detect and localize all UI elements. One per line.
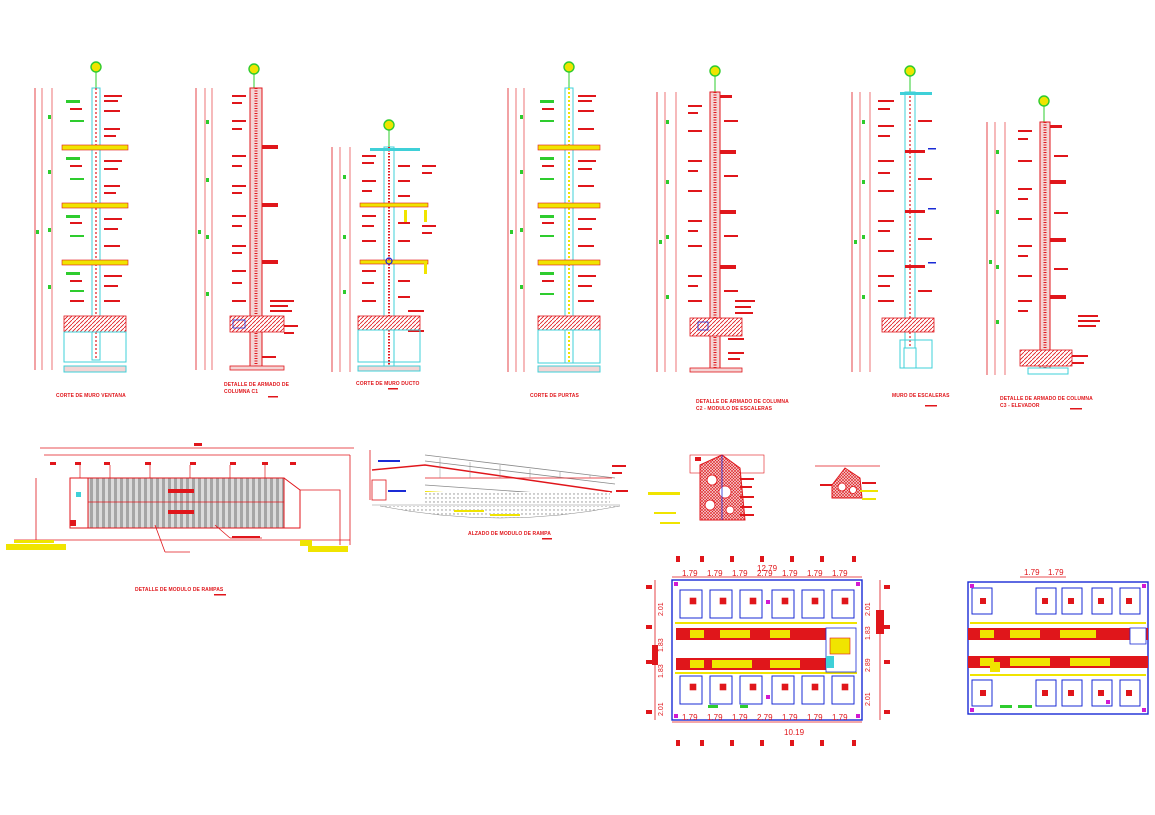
plan-dim-label: 2.01 bbox=[865, 692, 872, 706]
foundation-detail-1 bbox=[648, 454, 765, 524]
plan-dim-label: 2.89 bbox=[865, 658, 872, 672]
axis-marker-icon bbox=[563, 61, 575, 73]
plan-left-right-dimensions: 2.01 1.83 2.89 2.01 bbox=[865, 602, 872, 706]
axis-marker-icon bbox=[383, 119, 395, 131]
plan-dim-label: 1.79 bbox=[807, 569, 823, 578]
title-muro-escaleras: MURO DE ESCALERAS bbox=[892, 393, 950, 399]
plan-dim-label: 2.01 bbox=[658, 702, 665, 716]
title-detalle-columna-c3-line2: C3 - ELEVADOR bbox=[1000, 403, 1040, 409]
section-detalle-columna-c2: DETALLE DE ARMADO DE COLUMNA C2 - MODULO… bbox=[656, 65, 789, 412]
title-corte-purtas: CORTE DE PURTAS bbox=[530, 393, 579, 399]
section-detalle-columna-c3: DETALLE DE ARMADO DE COLUMNA C3 - ELEVAD… bbox=[986, 95, 1100, 410]
section-muro-escaleras: MURO DE ESCALERAS bbox=[851, 65, 950, 407]
title-corte-muro-ventana: CORTE DE MURO VENTANA bbox=[56, 393, 126, 399]
plan-dim-label: 1.79 bbox=[782, 569, 798, 578]
plan-left-left-dimensions: 2.01 1.83 1.83 2.01 bbox=[658, 602, 665, 716]
title-corte-muro-ducto: CORTE DE MURO DUCTO bbox=[356, 381, 419, 387]
plan-left-bottom-center-dim: 10.19 bbox=[784, 728, 805, 737]
title-modulo-rampas: DETALLE DE MODULO DE RAMPAS bbox=[135, 587, 224, 593]
plan-dim-label: 1.79 bbox=[732, 713, 748, 722]
title-detalle-columna-c1-line1: DETALLE DE ARMADO DE bbox=[224, 382, 290, 388]
axis-marker-icon bbox=[904, 65, 916, 77]
plan-left-top-dimensions: 1.79 1.79 1.79 2.79 1.79 1.79 1.79 bbox=[682, 569, 848, 578]
plan-right-dim-1: 1.79 bbox=[1024, 568, 1040, 577]
floor-plan-right: 1.79 1.79 bbox=[967, 568, 1149, 715]
plan-dim-label: 1.79 bbox=[707, 713, 723, 722]
plan-dim-label: 1.83 bbox=[658, 664, 665, 678]
plan-dim-label: 1.83 bbox=[865, 626, 872, 640]
section-corte-muro-ventana: CORTE DE MURO VENTANA bbox=[34, 61, 129, 399]
plan-dim-label: 1.79 bbox=[732, 569, 748, 578]
foundation-detail-2 bbox=[815, 465, 880, 500]
axis-marker-icon bbox=[709, 65, 721, 77]
section-corte-muro-ducto: CORTE DE MURO DUCTO bbox=[331, 119, 436, 390]
plan-left-bottom-dimensions: 1.79 1.79 1.79 2.79 1.79 1.79 1.79 bbox=[682, 713, 848, 722]
plan-dim-label: 2.01 bbox=[865, 602, 872, 616]
plan-dim-label: 1.79 bbox=[682, 569, 698, 578]
title-detalle-columna-c1-line2: COLUMNA C1 bbox=[224, 389, 258, 395]
plan-dim-label: 1.79 bbox=[832, 569, 848, 578]
ramp-elevation: ALZADO DE MODULO DE RAMPA bbox=[369, 450, 628, 540]
plan-dim-label: 2.79 bbox=[757, 713, 773, 722]
title-detalle-columna-c3-line1: DETALLE DE ARMADO DE COLUMNA bbox=[1000, 396, 1093, 402]
axis-marker-icon bbox=[90, 61, 102, 73]
plan-dim-label: 1.79 bbox=[682, 713, 698, 722]
plan-dim-label: 2.79 bbox=[757, 569, 773, 578]
plan-dim-label: 2.01 bbox=[658, 602, 665, 616]
plan-dim-label: 1.79 bbox=[807, 713, 823, 722]
plan-right-dim-2: 1.79 bbox=[1048, 568, 1064, 577]
plan-left-top-center-dim: 12.79 bbox=[757, 564, 778, 573]
axis-marker-icon bbox=[1038, 95, 1050, 107]
section-corte-purtas: CORTE DE PURTAS bbox=[507, 61, 601, 399]
title-detalle-columna-c2-line2: C2 - MODULO DE ESCALERAS bbox=[696, 406, 773, 412]
title-detalle-columna-c2-line1: DETALLE DE ARMADO DE COLUMNA bbox=[696, 399, 789, 405]
plan-dim-label: 1.79 bbox=[707, 569, 723, 578]
title-alzado-modulo-rampa: ALZADO DE MODULO DE RAMPA bbox=[468, 531, 551, 537]
axis-marker-icon bbox=[248, 63, 260, 75]
section-detalle-columna-c1: DETALLE DE ARMADO DE COLUMNA C1 bbox=[195, 63, 298, 398]
ramp-module-plan: DETALLE DE MODULO DE RAMPAS bbox=[6, 443, 354, 596]
plan-dim-label: 1.79 bbox=[782, 713, 798, 722]
plan-dim-label: 1.79 bbox=[832, 713, 848, 722]
plan-dim-label: 1.83 bbox=[658, 638, 665, 652]
